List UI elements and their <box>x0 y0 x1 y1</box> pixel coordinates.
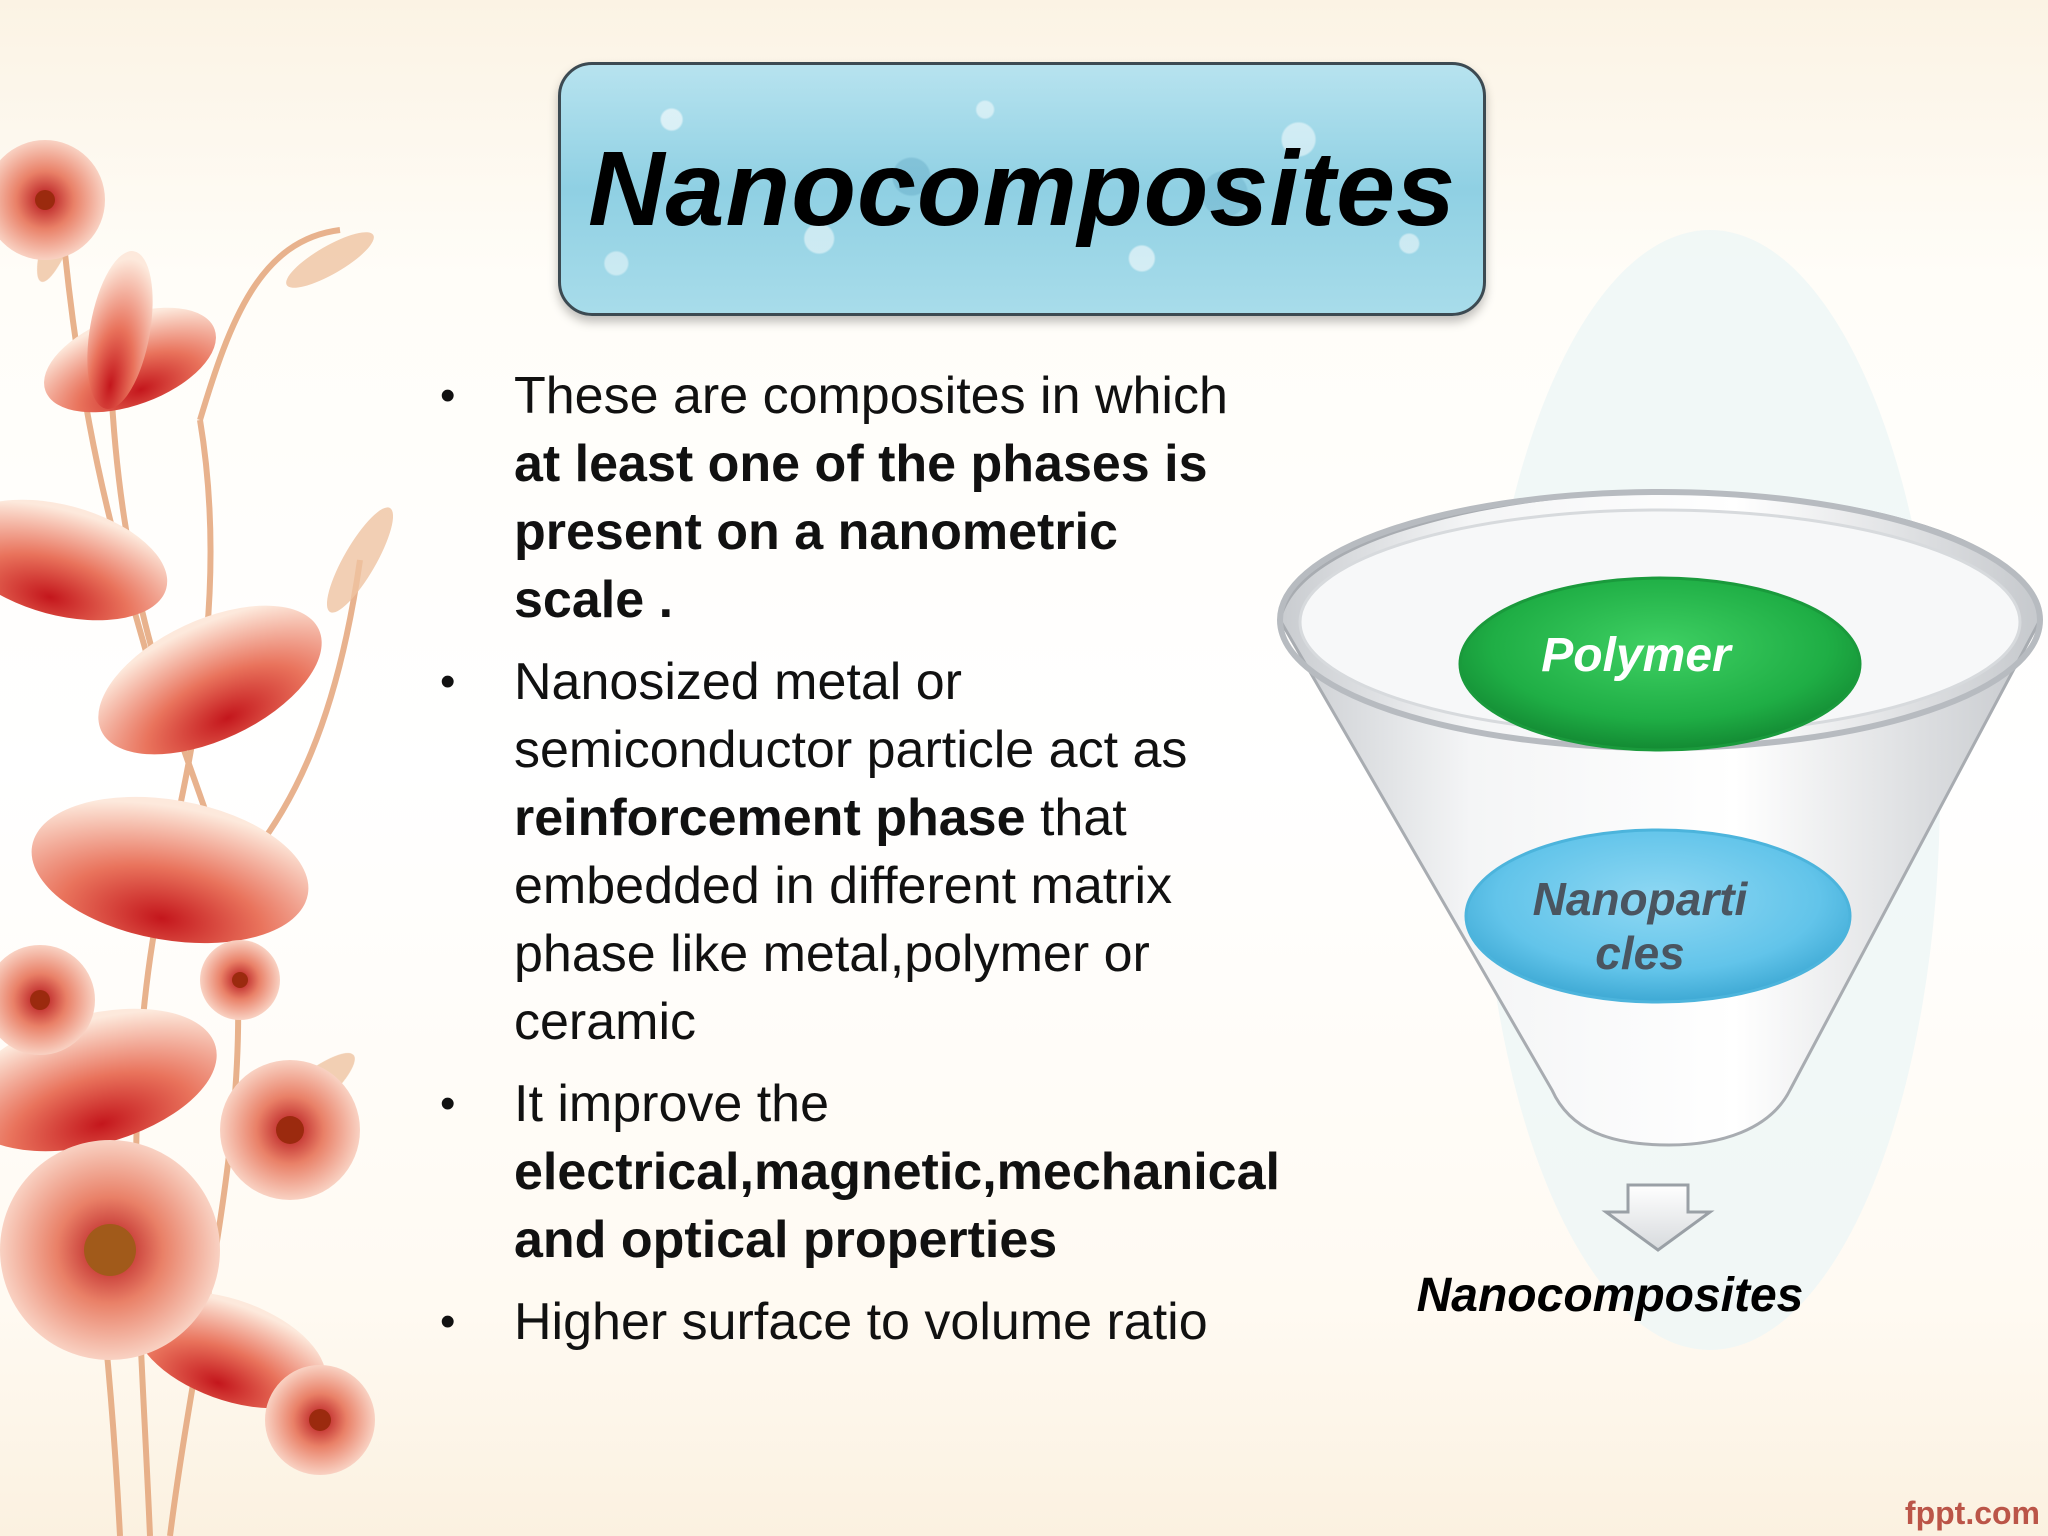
output-label: Nanocomposites <box>1416 1269 1804 1322</box>
bullet-dot-icon: • <box>440 1297 456 1346</box>
funnel-graphic <box>1277 230 2043 1350</box>
funnel-diagram: Polymer Nanoparti cles Nanocomposites <box>1270 230 2048 1380</box>
bullet-item: • These are composites in which at least… <box>430 362 1260 634</box>
bullet-item: • Nanosized metal or semiconductor parti… <box>430 648 1260 1056</box>
floral-decoration <box>0 140 394 1536</box>
bullet-dot-icon: • <box>440 1079 456 1128</box>
bullet-text: Higher surface to volume ratio <box>514 1293 1208 1351</box>
bullet-item: • It improve the electrical,magnetic,mec… <box>430 1070 1280 1274</box>
polymer-ellipse <box>1458 576 1862 752</box>
page-title: Nanocomposites <box>587 129 1457 248</box>
nanoparticles-label: Nanoparti cles <box>1532 873 1748 979</box>
bullet-text: It improve the electrical,magnetic,mecha… <box>514 1075 1280 1269</box>
polymer-label: Polymer <box>1541 629 1731 682</box>
bullet-text: These are composites in which at least o… <box>514 367 1228 629</box>
bullet-item: • Higher surface to volume ratio <box>430 1288 1260 1356</box>
down-arrow-icon <box>1601 1183 1715 1252</box>
title-box: Nanocomposites <box>558 62 1486 316</box>
bullet-list: • These are composites in which at least… <box>430 362 1280 1370</box>
watermark: fppt.com <box>1904 1495 2040 1531</box>
bullet-dot-icon: • <box>440 371 456 420</box>
bullet-dot-icon: • <box>440 657 456 706</box>
bullet-text: Nanosized metal or semiconductor particl… <box>514 653 1188 1051</box>
nanoparticles-ellipse <box>1464 828 1852 1004</box>
